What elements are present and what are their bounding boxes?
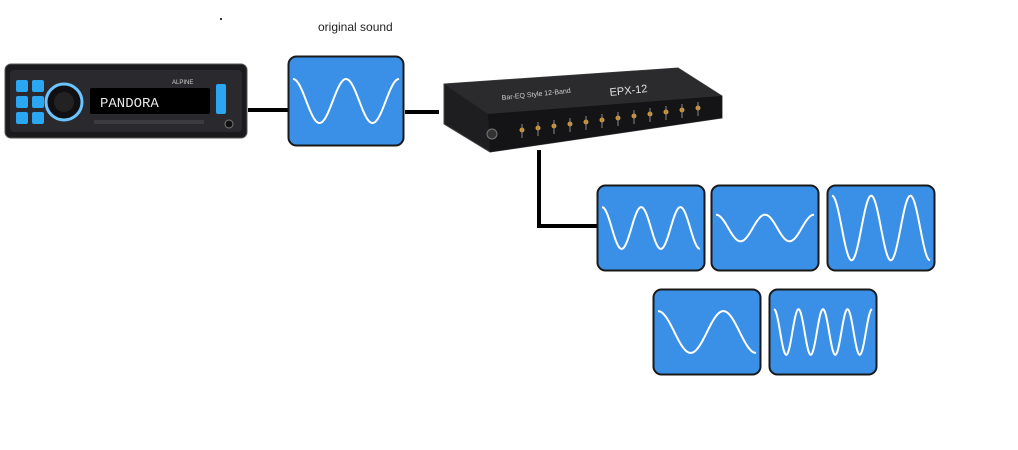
sine-wave-output-2 (715, 213, 815, 243)
graphic-equalizer-device: Bar-EQ Style 12-Band EPX-12 (442, 66, 724, 154)
original-sound-wave (287, 55, 405, 147)
stray-dot (220, 18, 222, 20)
output-wave-1 (596, 184, 706, 272)
sine-wave-output-4 (657, 310, 757, 354)
output-wave-4 (652, 288, 762, 376)
car-stereo-head-unit: PANDORA ALPINE (4, 62, 248, 140)
stereo-brand-text: ALPINE (172, 80, 193, 86)
output-wave-3 (826, 184, 936, 272)
original-sound-label: original sound (318, 20, 393, 34)
output-wave-2 (710, 184, 820, 272)
wire-stereo-to-original (248, 108, 288, 112)
wire-equalizer-to-outputs (537, 224, 597, 228)
sine-wave-original (292, 77, 400, 125)
output-wave-5 (768, 288, 878, 376)
wire-original-to-equalizer (405, 110, 439, 114)
stereo-display-text: PANDORA (100, 96, 159, 112)
button-cluster-icon (16, 80, 44, 124)
wire-equalizer-vertical (537, 150, 541, 228)
sine-wave-output-3 (831, 194, 931, 262)
equalizer-model-text: EPX-12 (609, 83, 648, 99)
sine-wave-output-1 (601, 206, 701, 250)
sine-wave-output-5 (773, 308, 873, 356)
